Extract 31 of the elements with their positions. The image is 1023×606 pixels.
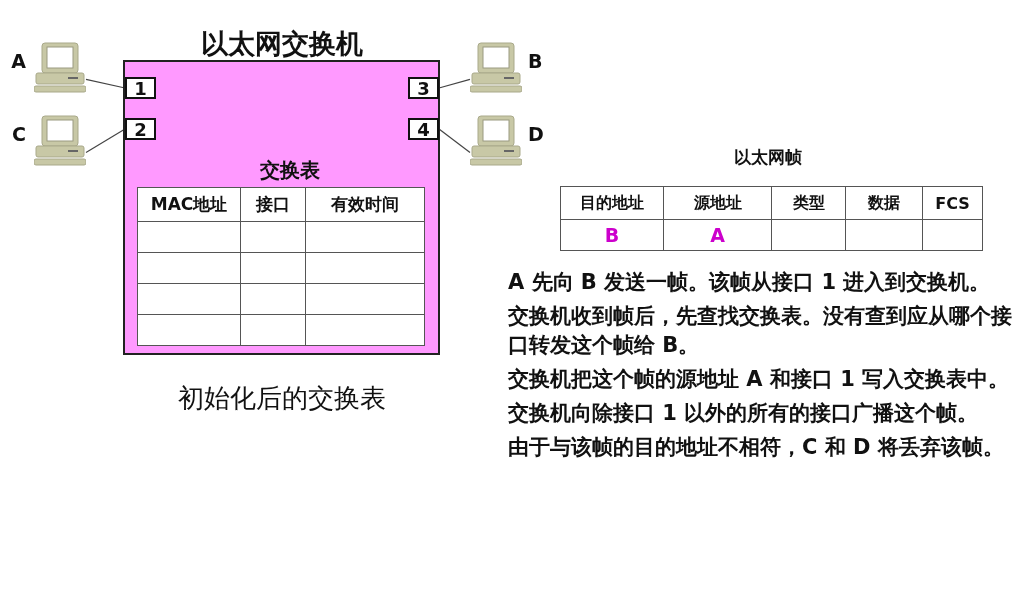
- host-label: D: [528, 123, 544, 145]
- address-value: A: [664, 220, 772, 251]
- port-box: 4: [408, 118, 439, 140]
- computer-icon: [470, 42, 522, 94]
- step-text: 交换机向除接口 1 以外的所有的接口广播这个帧。: [508, 400, 980, 427]
- host-label: A: [11, 50, 26, 72]
- computer-icon: [34, 42, 86, 94]
- step-text: 由于与该帧的目的地址不相符，C 和 D 将丢弃该帧。: [508, 434, 1005, 461]
- table-header: MAC地址: [138, 188, 241, 222]
- computer-icon: [470, 115, 522, 167]
- table-header: 有效时间: [306, 188, 425, 222]
- frame-title: 以太网帧: [734, 146, 802, 169]
- host-label: C: [12, 123, 26, 145]
- table-header: 类型: [772, 187, 846, 220]
- table-header: 目的地址: [561, 187, 664, 220]
- caption: 初始化后的交换表: [178, 382, 386, 415]
- table-header: 源地址: [664, 187, 772, 220]
- port-box: 3: [408, 77, 439, 99]
- port-box: 1: [125, 77, 156, 99]
- table-title: 交换表: [260, 157, 320, 184]
- host-label: B: [528, 50, 543, 72]
- step-text: 交换机收到帧后，先查找交换表。没有查到应从哪个接口转发这个帧给 B。: [508, 303, 1013, 359]
- table-header: 数据: [846, 187, 923, 220]
- port-box: 2: [125, 118, 156, 140]
- computer-icon: [34, 115, 86, 167]
- switch-title: 以太网交换机: [199, 27, 364, 61]
- step-text: A 先向 B 发送一帧。该帧从接口 1 进入到交换机。: [508, 269, 992, 296]
- step-text: 交换机把这个帧的源地址 A 和接口 1 写入交换表中。: [508, 366, 1011, 393]
- table-header: 接口: [241, 188, 306, 222]
- address-value: B: [561, 220, 664, 251]
- table-header: FCS: [923, 187, 983, 220]
